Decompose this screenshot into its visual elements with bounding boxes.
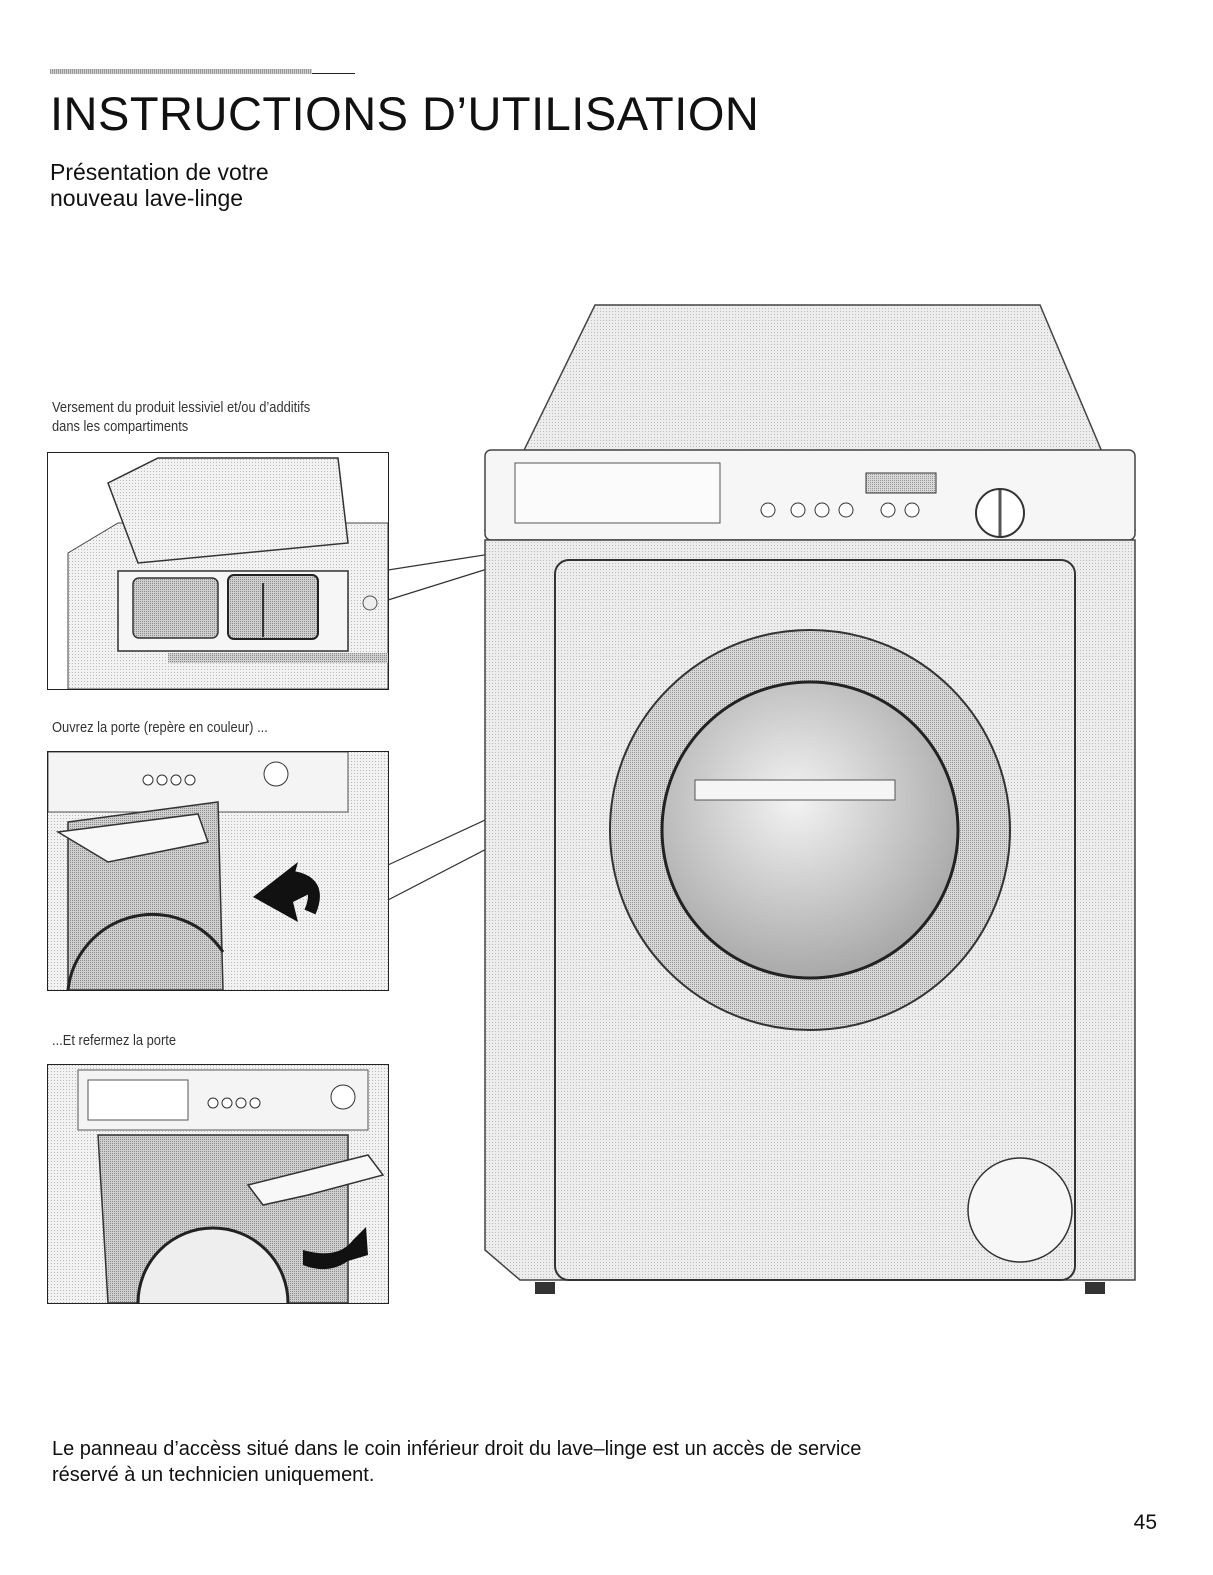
subtitle-line-1: Présentation de votre — [50, 159, 269, 185]
caption-close-door-line-1: ...Et refermez la porte — [52, 1032, 177, 1049]
page-subtitle: Présentation de votre nouveau lave-linge — [50, 159, 269, 211]
close-door-illustration — [47, 1064, 389, 1304]
door-glass — [660, 680, 960, 980]
caption-detergent-line-2: dans les compartiments — [52, 418, 189, 435]
caption-close-door: ...Et refermez la porte — [52, 1031, 176, 1050]
detergent-drawer-illustration — [47, 452, 389, 690]
caption-open-door: Ouvrez la porte (repère en couleur) ... — [52, 718, 268, 737]
caption-detergent-compartments: Versement du produit lessiviel et/ou d’a… — [52, 398, 310, 436]
program-buttons — [760, 502, 920, 518]
header-rule — [50, 69, 355, 74]
service-access-panel — [967, 1157, 1073, 1263]
caption-detergent-line-1: Versement du produit lessiviel et/ou d’a… — [52, 399, 311, 416]
display-window — [865, 472, 937, 494]
close-door-drawing — [48, 1065, 388, 1303]
header-shade — [50, 69, 312, 74]
subtitle-line-2: nouveau lave-linge — [50, 185, 244, 211]
detergent-drawer-drawing — [48, 453, 388, 689]
detergent-drawer — [514, 462, 721, 524]
service-access-note: Le panneau d’accèss situé dans le coin i… — [52, 1436, 861, 1488]
service-access-note-line-2: réservé à un technicien uniquement. — [52, 1464, 375, 1486]
page-title: INSTRUCTIONS D’UTILISATION — [50, 87, 760, 140]
washing-machine-illustration — [387, 304, 1137, 1294]
page-number: 45 — [1133, 1511, 1157, 1534]
caption-open-door-line-1: Ouvrez la porte (repère en couleur) ... — [52, 719, 268, 736]
open-door-drawing — [48, 752, 388, 990]
open-door-illustration — [47, 751, 389, 991]
service-access-note-line-1: Le panneau d’accèss situé dans le coin i… — [52, 1438, 862, 1460]
